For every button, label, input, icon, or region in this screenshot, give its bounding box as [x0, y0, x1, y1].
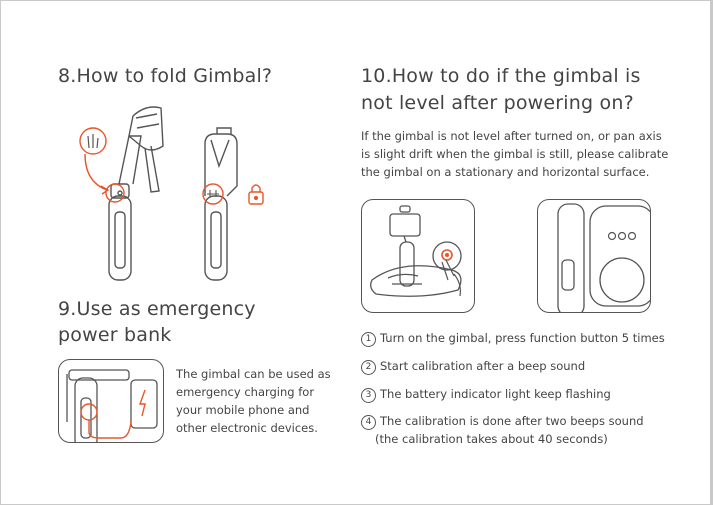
calibration-step-4-note: (the calibration takes about 40 seconds)	[375, 432, 608, 446]
level-section-description: If the gimbal is not level after turned …	[361, 127, 668, 181]
charging-cable	[88, 420, 132, 439]
gimbal-on-surface-drawing	[370, 205, 462, 297]
battery-indicator-leds	[607, 231, 637, 241]
power-section-title-line1: 9.Use as emergency	[58, 298, 256, 320]
power-desc-line: your mobile phone and	[176, 403, 310, 417]
step-text: The calibration is done after two beeps …	[380, 414, 644, 428]
gimbal-charging-phone-drawing	[66, 369, 158, 442]
calibration-illustration	[361, 199, 475, 313]
pressing-finger	[441, 259, 461, 297]
step-number: 2	[361, 360, 376, 375]
step-number: 1	[361, 332, 376, 347]
power-section-title-line2: power bank	[58, 324, 172, 346]
fold-arrow	[84, 153, 108, 191]
level-section-title-line2: not level after powering on?	[361, 92, 634, 114]
calibration-step-1: 1 Turn on the gimbal, press function butt…	[361, 329, 665, 347]
lightning-icon	[139, 389, 146, 417]
indicator-illustration	[537, 199, 651, 313]
lock-highlight-circle	[79, 127, 107, 155]
level-section-title-line1: 10.How to do if the gimbal is	[361, 65, 641, 87]
step-number: 4	[361, 415, 376, 430]
step-text: Start calibration after a beep sound	[380, 359, 586, 373]
battery-indicator-drawing	[557, 203, 650, 312]
step-text: The battery indicator light keep flashin…	[380, 387, 611, 401]
power-desc-line: The gimbal can be used as	[176, 367, 331, 381]
function-button-highlight	[441, 249, 453, 261]
calibration-step-2: 2 Start calibration after a beep sound	[361, 357, 585, 375]
level-desc-line: the gimbal on a stationary and horizonta…	[361, 165, 650, 179]
power-desc-line: emergency charging for	[176, 385, 315, 399]
fold-illustration	[71, 96, 281, 286]
lock-icon	[248, 184, 264, 205]
calibration-step-3: 3 The battery indicator light keep flashi…	[361, 385, 611, 403]
step-text: Turn on the gimbal, press function butto…	[380, 331, 665, 345]
step-number: 3	[361, 388, 376, 403]
power-bank-illustration	[58, 359, 164, 443]
calibration-step-4: 4 The calibration is done after two beeps…	[361, 412, 644, 430]
power-section-description: The gimbal can be used as emergency char…	[176, 365, 331, 437]
gimbal-fold-drawing	[79, 106, 264, 281]
level-desc-line: If the gimbal is not level after turned …	[361, 129, 662, 143]
power-desc-line: other electronic devices.	[176, 421, 318, 435]
level-desc-line: is slight drift when the gimbal is still…	[361, 147, 669, 161]
fold-section-title: 8.How to fold Gimbal?	[58, 65, 273, 87]
